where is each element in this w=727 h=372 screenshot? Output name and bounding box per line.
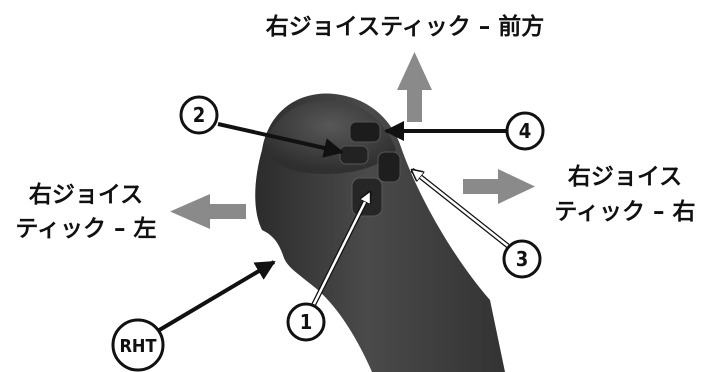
left-direction-arrow (170, 194, 246, 229)
label-forward: 右ジョイスティック – 前方 (266, 13, 544, 40)
callout-4: 4 (505, 111, 545, 151)
callout-rht-label: RHT (119, 336, 156, 357)
callout-1: 1 (286, 302, 326, 342)
callout-3: 3 (502, 239, 542, 279)
label-right-line1: 右ジョイス (568, 163, 682, 190)
callout-2-label: 2 (193, 103, 206, 127)
label-left-line1: 右ジョイス (29, 181, 143, 208)
callout-1-label: 1 (300, 310, 313, 334)
callout-pointer-1 (310, 192, 373, 308)
callout-pointer-rht (154, 260, 276, 334)
label-right-line2: ティック – 右 (554, 198, 695, 225)
joystick-buttons (339, 121, 401, 217)
label-left-line2: ティック – 左 (15, 216, 156, 242)
callout-pointer-3 (412, 168, 510, 248)
right-direction-arrow (463, 169, 535, 204)
callout-3-label: 3 (516, 247, 529, 271)
callout-rht: RHT (111, 318, 165, 372)
callout-2: 2 (179, 95, 219, 135)
forward-direction-arrow (397, 52, 432, 122)
callout-4-label: 4 (519, 119, 532, 143)
callout-pointer-2 (217, 122, 344, 158)
